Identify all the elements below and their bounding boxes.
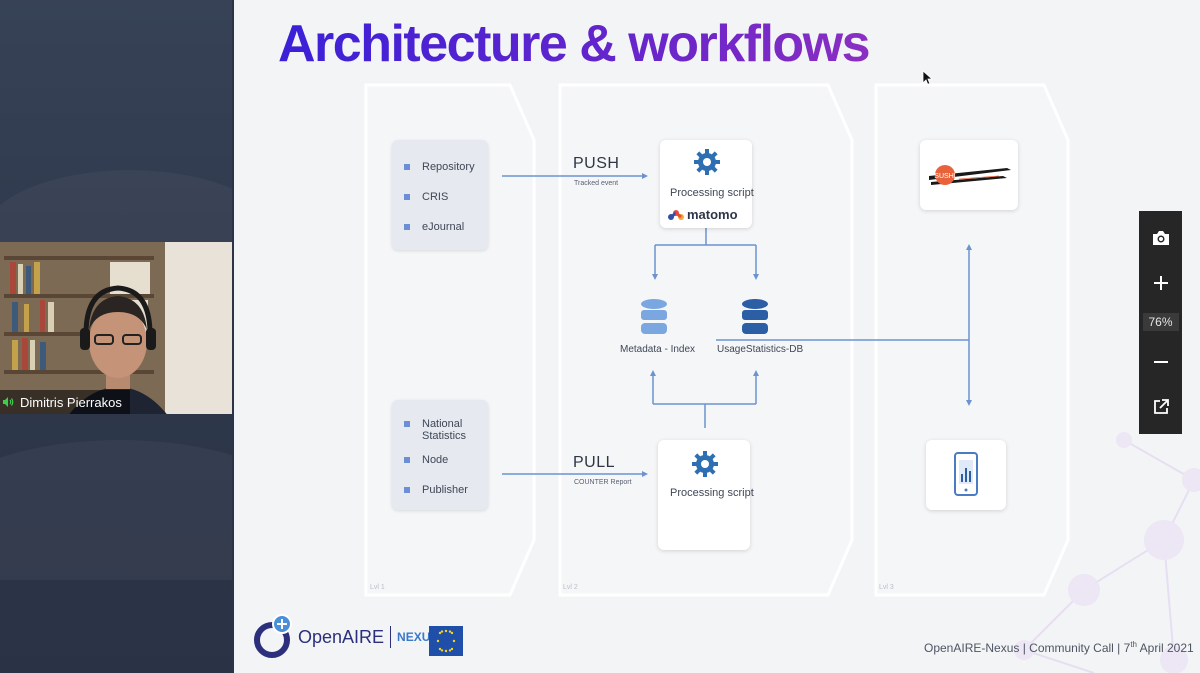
zoom-in-button[interactable] — [1146, 268, 1176, 298]
slide-title: Architecture & workflows — [278, 15, 871, 73]
network-decoration — [1014, 432, 1200, 673]
shared-slide: Architecture & workflows — [234, 0, 1200, 673]
list-item: eJournal — [404, 221, 524, 233]
processing-label: Processing script — [670, 487, 754, 499]
gear-icon — [694, 149, 720, 175]
background-shape — [0, 440, 232, 580]
nexus-logo-text: NEXUS — [397, 630, 439, 644]
pull-label: PULL — [573, 454, 616, 471]
processing-card-top: Processing script matomo — [660, 140, 754, 228]
meeting-side-panel: Dimitris Pierrakos — [0, 0, 232, 673]
participant-name: Dimitris Pierrakos — [20, 394, 122, 410]
zoom-toolbar: 76% — [1139, 211, 1182, 434]
tablet-chart-icon — [954, 452, 978, 496]
matomo-label: matomo — [687, 207, 738, 222]
logo-divider — [390, 626, 392, 648]
processing-label: Processing script — [670, 187, 754, 199]
sushi-card: SUSHI — [920, 140, 1018, 210]
camera-icon — [1152, 230, 1169, 245]
level-label: Lvl 1 — [370, 584, 385, 591]
participant-name-tag: Dimitris Pierrakos — [0, 390, 130, 414]
matomo-icon — [668, 209, 684, 220]
zoom-out-button[interactable] — [1146, 347, 1176, 377]
sources-card-top: Repository CRIS eJournal — [392, 140, 488, 250]
openaire-logo-text: OpenAIRE — [298, 626, 385, 647]
list-item: Repository — [404, 161, 524, 173]
footer-text: OpenAIRE-Nexus | Community Call | 7th Ap… — [924, 640, 1194, 655]
open-external-icon — [1153, 399, 1169, 415]
participant-video-tile[interactable]: Dimitris Pierrakos — [0, 242, 232, 414]
zoom-in-icon — [1153, 276, 1168, 291]
processing-card-bottom: Processing script — [658, 440, 754, 550]
sushi-logo: SUSHI — [929, 165, 1011, 185]
gear-icon — [692, 451, 718, 477]
push-label: PUSH — [573, 155, 620, 172]
zoom-level: 76% — [1142, 313, 1179, 332]
report-card — [926, 440, 1006, 510]
openaire-logo-icon — [254, 614, 292, 658]
database-icon — [641, 299, 667, 334]
database-icon — [742, 299, 768, 334]
metadata-index-label: Metadata - Index — [620, 344, 696, 355]
level3-column — [874, 83, 1070, 597]
list-item: CRIS — [404, 191, 524, 203]
push-sub-label: Tracked event — [574, 180, 619, 187]
pull-sub-label: COUNTER Report — [574, 479, 632, 486]
openaire-logo: OpenAIRE NEXUS — [252, 612, 438, 662]
eu-flag-icon — [429, 626, 463, 656]
list-item: Node — [404, 454, 524, 466]
participant-video — [0, 242, 232, 414]
sushi-text: SUSHI — [934, 173, 955, 180]
architecture-diagram — [364, 83, 1070, 597]
list-item: Publisher — [404, 484, 524, 496]
speaker-active-icon — [3, 397, 14, 407]
open-external-button[interactable] — [1146, 392, 1176, 422]
usage-statistics-db-label: UsageStatistics-DB — [717, 344, 804, 355]
screenshot-button[interactable] — [1146, 223, 1176, 253]
zoom-out-icon — [1153, 360, 1168, 363]
sources-card-bottom: National Statistics Node Publisher — [392, 400, 488, 510]
level2-column — [558, 83, 854, 597]
level-label: Lvl 2 — [563, 584, 578, 591]
level-label: Lvl 3 — [879, 584, 894, 591]
matomo-logo: matomo — [668, 207, 738, 222]
list-item: National Statistics — [404, 418, 484, 442]
